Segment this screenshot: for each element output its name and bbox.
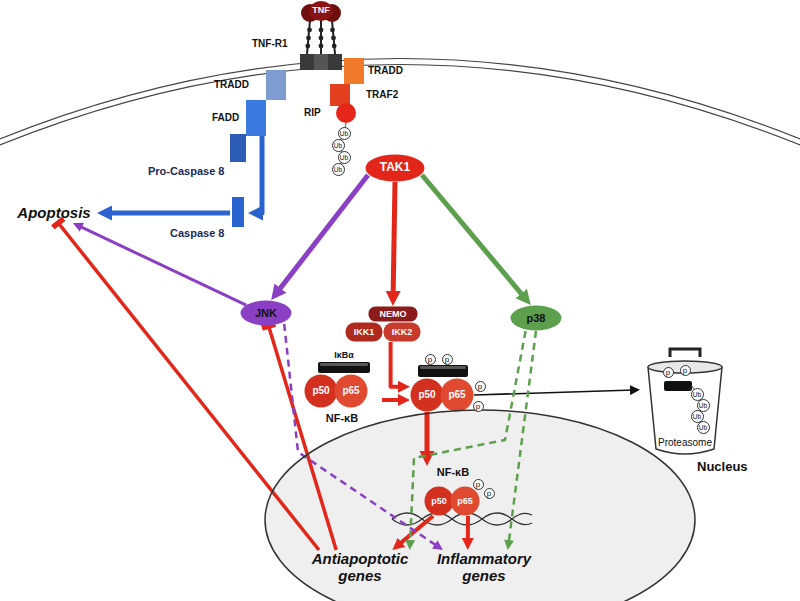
node-label: NF-κB: [326, 412, 358, 425]
activation-arrow: [391, 342, 403, 387]
node-label: p50: [418, 389, 435, 401]
phosphate-tag: p: [473, 479, 484, 490]
node-label: TNF: [312, 5, 330, 15]
phosphate-tag: p: [473, 401, 484, 412]
node-label: Apoptosis: [17, 204, 90, 221]
dashed-arrow: [509, 331, 537, 544]
activation-arrow: [257, 136, 262, 213]
adaptor-protein: TRADD: [344, 58, 410, 84]
adaptor-protein: TRADD: [214, 70, 286, 100]
node-label: p65: [457, 496, 473, 506]
adaptor-protein: FADD: [212, 100, 268, 162]
activation-arrow: [106, 211, 230, 216]
ikk-subunit: IKK1: [345, 322, 383, 342]
node-label: Pro-Caspase 8: [148, 165, 224, 178]
activation-arrow: [78, 226, 246, 306]
node-label: p65: [448, 389, 465, 401]
nfkb-complex: NF-κB p50 p65: [420, 466, 486, 516]
phosphate-tag: p: [680, 365, 691, 376]
proteasome: Proteasome: [640, 345, 730, 457]
nfkb-complex: NF-κB IκBα p50 p65: [302, 350, 382, 426]
gene-group: Antiapoptotic genes: [306, 550, 414, 590]
nucleus: NucleusNF-κBp50p65Antiapoptotic genesInf…: [265, 410, 695, 601]
inhibition-line: [269, 326, 337, 550]
inhibitor-bar: IκBα: [316, 350, 372, 374]
ubiquitin-tag: Ub: [338, 127, 351, 140]
subunit-circle: p50: [424, 486, 454, 516]
activation-arrow: [382, 398, 403, 402]
node-label: Antiapoptotic genes: [306, 550, 414, 585]
ubiquitin-tag: Ub: [332, 139, 345, 152]
node-label: IKK2: [392, 327, 413, 337]
ubiquitin-tag: Ub: [338, 151, 351, 164]
node-label: Caspase 8: [170, 227, 224, 240]
node-label: p65: [342, 385, 359, 397]
node-label: Inflammatory genes: [430, 550, 538, 585]
kinase-ellipse: TAK1: [365, 154, 425, 182]
node-label: p50: [312, 385, 329, 397]
phosphate-tag: p: [425, 354, 436, 365]
node-label: IKK1: [354, 327, 375, 337]
ikk-subunit: NEMO: [368, 306, 418, 322]
ligand-trimer: TNF: [298, 0, 344, 28]
activation-arrow: [277, 175, 368, 293]
subunit-circle: p65: [440, 378, 474, 412]
node-label: TRAF2: [366, 89, 398, 101]
node-label: TRADD: [368, 65, 403, 77]
subunit-circle: p50: [410, 378, 444, 412]
activation-arrow: [425, 412, 430, 457]
adaptor-protein: TRAF2: [330, 84, 406, 106]
node-label: p38: [527, 312, 546, 325]
dashed-arrow: [284, 324, 438, 547]
subunit-circle: p65: [450, 486, 480, 516]
activation-arrow: [422, 175, 525, 298]
ubiquitin-tag: Ub: [697, 421, 710, 434]
node-label: p50: [431, 496, 447, 506]
kinase-ellipse: JNK: [240, 300, 292, 326]
node-label: Nucleus: [697, 460, 748, 475]
caspase: Pro-Caspase 8 Caspase 8: [148, 165, 248, 247]
subunit-circle: p50: [304, 374, 338, 408]
node-label: IκBα: [334, 350, 354, 360]
inhibition-line: [58, 223, 319, 550]
node-label: NF-κB: [437, 466, 469, 479]
node-label: TRADD: [214, 79, 249, 91]
node-label: TAK1: [380, 161, 410, 175]
ubiquitin-tag: Ub: [332, 163, 345, 176]
phosphate-tag: p: [475, 381, 486, 392]
activation-arrow: [393, 182, 395, 297]
node-label: FADD: [212, 112, 239, 124]
kinase-ellipse: p38: [510, 305, 562, 331]
phosphate-tag: p: [663, 367, 674, 378]
activation-arrow: [474, 390, 634, 395]
node-label: NEMO: [380, 309, 407, 319]
dashed-arrow: [410, 331, 526, 544]
node-shape: [212, 100, 268, 162]
activation-arrow: [466, 516, 470, 543]
phosphate-tag: p: [442, 354, 453, 365]
ikk-subunit: IKK2: [383, 322, 421, 342]
node-label: Proteasome: [658, 437, 712, 449]
gene-group: Inflammatory genes: [430, 550, 538, 590]
outcome-label: Apoptosis: [11, 203, 97, 223]
kinase-circle: RIP: [304, 102, 358, 124]
node-label: JNK: [255, 307, 277, 320]
subunit-circle: p65: [334, 374, 368, 408]
phosphate-tag: p: [484, 488, 495, 499]
node-label: RIP: [304, 107, 321, 119]
node-label: TNF-R1: [252, 38, 288, 50]
receptor: TNF-R1: [252, 36, 348, 72]
